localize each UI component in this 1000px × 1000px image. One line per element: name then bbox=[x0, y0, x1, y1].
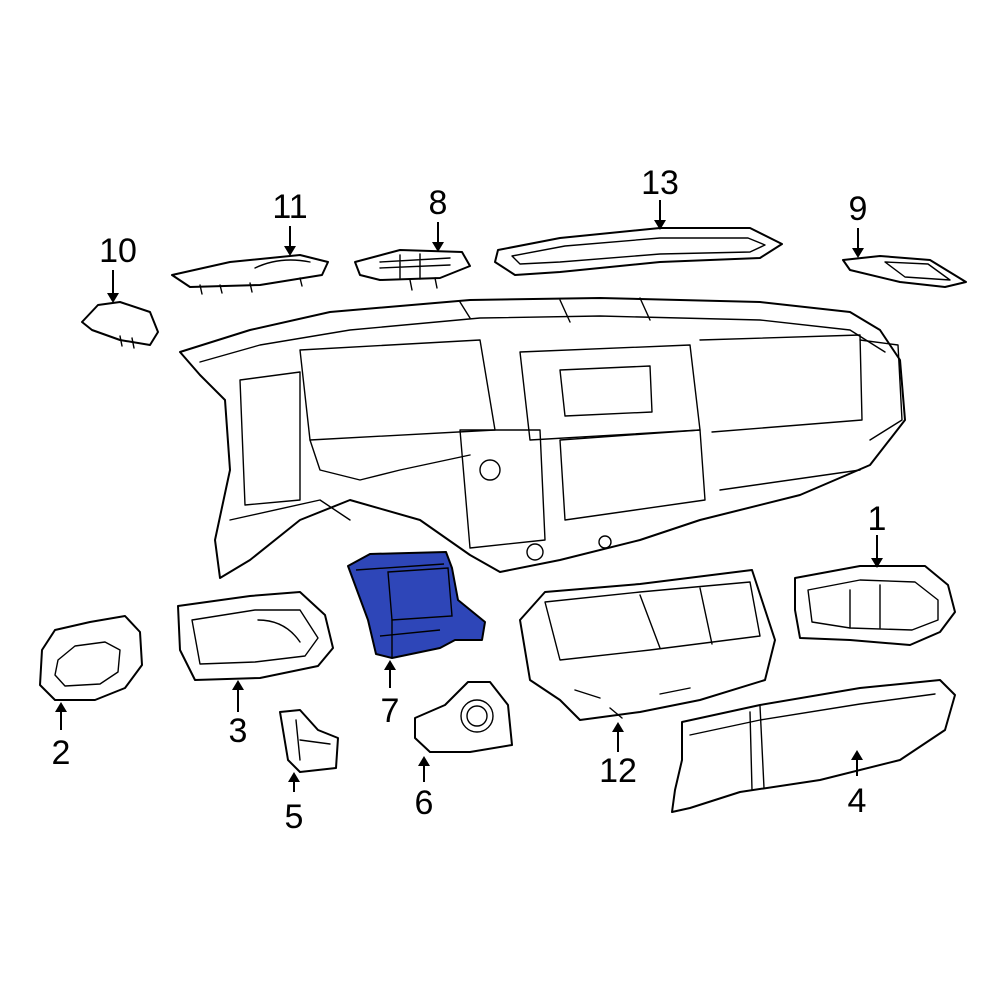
leader-arrowheads bbox=[55, 220, 883, 782]
callout-4: 4 bbox=[848, 782, 867, 820]
callout-10: 10 bbox=[99, 232, 137, 270]
leader-lines bbox=[60, 200, 878, 792]
part-12-glove-box-housing bbox=[519, 569, 776, 721]
part-5-lower-bracket bbox=[279, 709, 339, 773]
callout-6: 6 bbox=[415, 784, 434, 822]
callout-13: 13 bbox=[641, 164, 679, 202]
part-10-end-cap bbox=[81, 301, 159, 349]
callout-labels: 1 2 3 4 5 6 7 8 9 10 11 12 13 bbox=[52, 164, 887, 836]
callout-3: 3 bbox=[229, 712, 248, 750]
part-7-highlighted-bracket bbox=[347, 551, 486, 659]
callout-5: 5 bbox=[285, 798, 304, 836]
part-2-left-bezel bbox=[39, 615, 143, 701]
part-1-right-vent-housing bbox=[794, 565, 956, 646]
callout-7: 7 bbox=[381, 692, 400, 730]
part-9-right-vent-trim bbox=[842, 255, 967, 288]
part-4-lower-trim-panel bbox=[671, 679, 956, 813]
part-8-center-vent bbox=[354, 249, 471, 291]
part-11-cluster-trim bbox=[171, 254, 329, 295]
part-3-cluster-bezel bbox=[177, 591, 334, 681]
instrument-panel-frame bbox=[179, 297, 906, 579]
part-13-top-trim-bezel bbox=[494, 227, 783, 276]
callout-9: 9 bbox=[849, 190, 868, 228]
callout-1: 1 bbox=[868, 500, 887, 538]
part-6-column-cover bbox=[414, 681, 513, 753]
part-7-body bbox=[347, 551, 486, 659]
callout-11: 11 bbox=[272, 188, 307, 226]
callout-8: 8 bbox=[429, 184, 448, 222]
callout-12: 12 bbox=[599, 752, 637, 790]
callout-2: 2 bbox=[52, 734, 71, 772]
